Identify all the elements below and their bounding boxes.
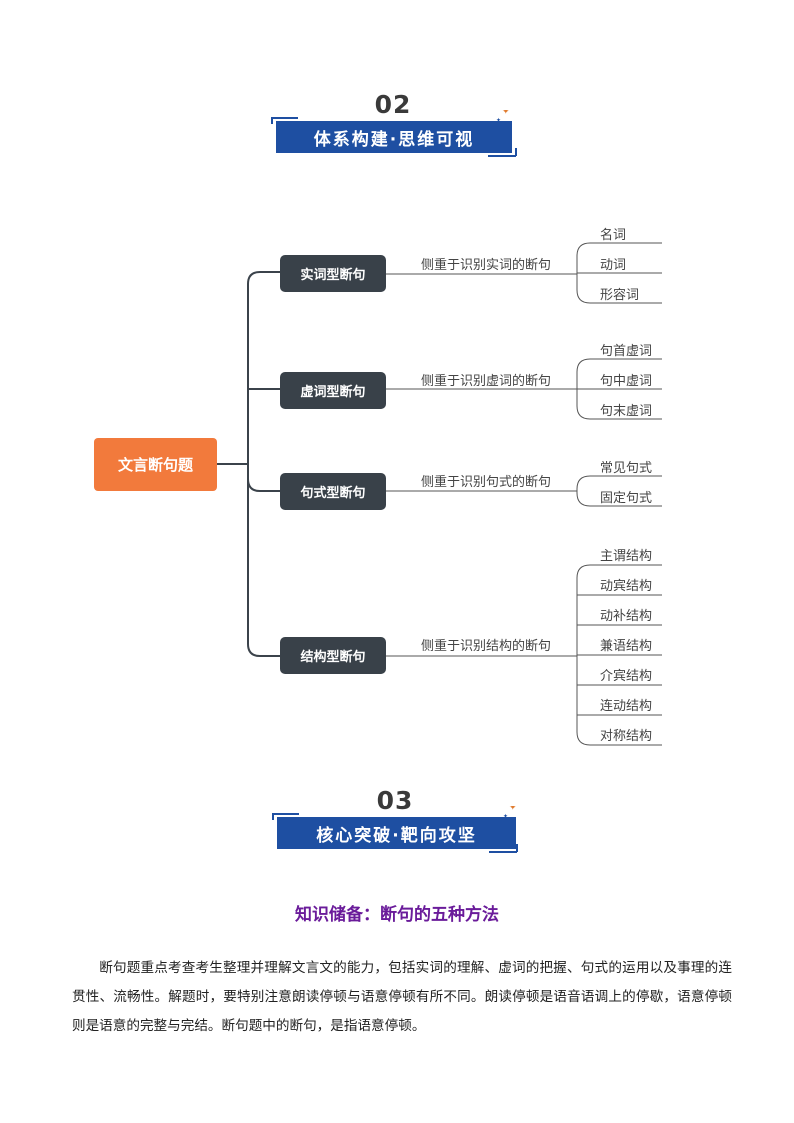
leaf-item: 介宾结构	[600, 669, 653, 684]
leaf-item: 连动结构	[600, 699, 653, 714]
branch-description: 侧重于识别实词的断句	[421, 258, 552, 273]
section-banner: 体系构建·思维可视	[276, 121, 512, 153]
branch-description: 侧重于识别结构的断句	[421, 639, 552, 654]
branch-description: 侧重于识别虚词的断句	[421, 374, 552, 389]
leaf-item: 固定句式	[600, 491, 653, 506]
branch-node: 虚词型断句	[280, 372, 386, 409]
mindmap-root: 文言断句题	[94, 438, 217, 491]
leaf-item: 动宾结构	[600, 579, 653, 594]
section-number: 02	[374, 90, 412, 119]
section-number: 03	[376, 786, 414, 815]
leaf-item: 句末虚词	[600, 404, 653, 419]
leaf-item: 句首虚词	[600, 344, 653, 359]
leaf-item: 动词	[600, 258, 627, 273]
branch-description: 侧重于识别句式的断句	[421, 475, 552, 490]
svg-text:✦: ✦	[503, 813, 508, 820]
leaf-item: 主谓结构	[600, 549, 653, 564]
svg-text:✦: ✦	[496, 117, 501, 124]
banner-frame: ✦ ✦	[271, 110, 517, 157]
leaf-item: 句中虚词	[600, 374, 653, 389]
leaf-item: 兼语结构	[600, 639, 653, 654]
svg-text:✦: ✦	[509, 806, 517, 813]
svg-text:✦: ✦	[502, 110, 510, 117]
leaf-item: 常见句式	[600, 461, 653, 476]
leaf-item: 形容词	[600, 288, 640, 303]
knowledge-paragraph: 断句题重点考查考生整理并理解文言文的能力，包括实词的理解、虚词的把握、句式的运用…	[72, 960, 732, 1034]
banner-frame: ✦ ✦	[272, 806, 518, 853]
leaf-item: 动补结构	[600, 609, 653, 624]
leaf-item: 名词	[600, 228, 627, 243]
branch-node: 句式型断句	[280, 473, 386, 510]
leaf-item: 对称结构	[600, 729, 653, 744]
knowledge-title: 知识储备：断句的五种方法	[295, 905, 499, 925]
branch-node: 结构型断句	[280, 637, 386, 674]
branch-node: 实词型断句	[280, 255, 386, 292]
mindmap-connectors	[217, 242, 662, 746]
section-banner: 核心突破·靶向攻坚	[277, 817, 516, 849]
